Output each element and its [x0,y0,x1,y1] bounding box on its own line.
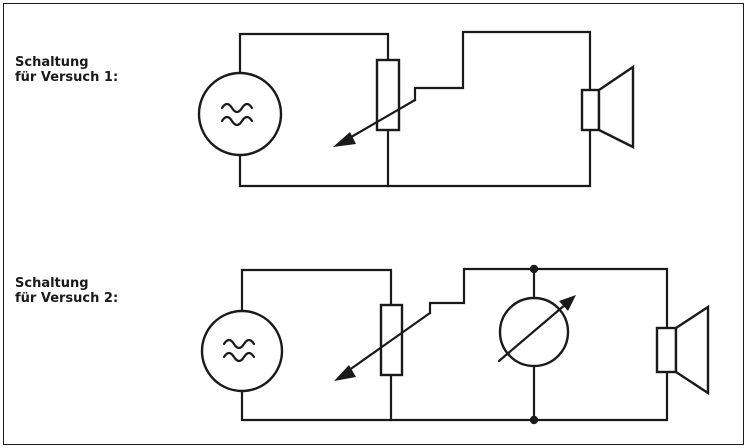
junction-dot [529,415,539,425]
circuit-2 [200,264,710,425]
junction-dot [529,264,539,274]
circuit-2-label-line2: für Versuch 2: [15,291,119,306]
speaker-icon [655,304,710,396]
circuit-1 [197,30,635,188]
meter-icon [497,295,576,368]
ac-source-icon [197,71,283,157]
circuit-2-label-line1: Schaltung [15,276,89,291]
circuit-2-wires [240,267,669,422]
speaker-icon [580,64,635,149]
potentiometer-icon [334,303,432,381]
circuit-1-label-line2: für Versuch 1: [15,70,119,85]
circuit-1-label: Schaltung für Versuch 1: [15,55,118,85]
circuit-2-label: Schaltung für Versuch 2: [15,276,118,306]
circuit-1-label-line1: Schaltung [15,55,89,70]
circuit-1-wires [238,30,592,188]
potentiometer-icon [333,58,417,147]
ac-source-icon [200,309,284,393]
